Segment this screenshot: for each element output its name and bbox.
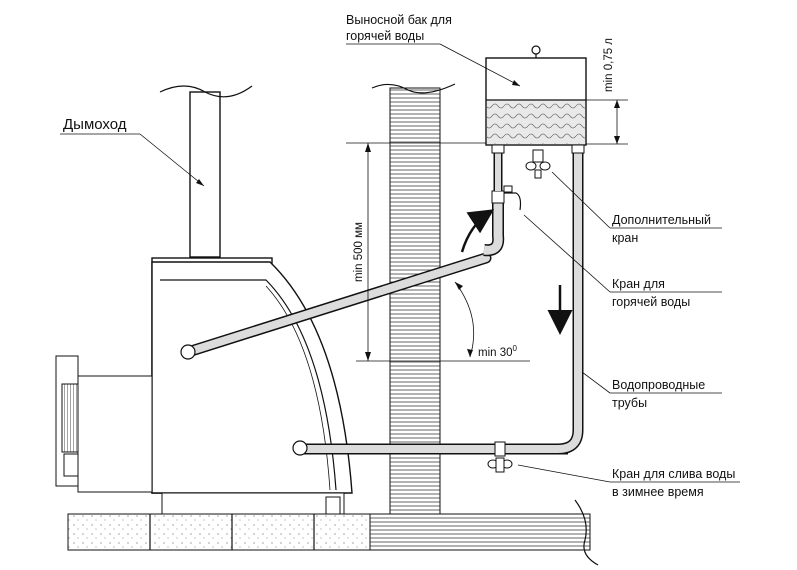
- stove: [55, 257, 353, 515]
- drain-tap-icon: [487, 457, 513, 473]
- tank-label-line2: горячей воды: [346, 29, 424, 43]
- floor-boards: [369, 499, 599, 566]
- tank-label-line1: Выносной бак для: [346, 13, 452, 27]
- leader-lines: [60, 43, 740, 483]
- brick-wall: [371, 83, 456, 515]
- hot-tap-label-line2: горячей воды: [612, 295, 690, 309]
- hot-flow-arrow-icon: [460, 209, 495, 253]
- angle-dimension-label: min 300: [478, 344, 518, 359]
- hot-tap-label-line1: Кран для: [612, 277, 665, 291]
- external-hot-water-tank: [485, 45, 587, 154]
- chimney-label: Дымоход: [63, 116, 127, 133]
- drain-tap-label-line1: Кран для слива воды: [612, 467, 735, 481]
- dimension-volume: [586, 99, 628, 145]
- pipe-return: [292, 150, 584, 457]
- drain-tap-label-line2: в зимнее время: [612, 485, 704, 499]
- extra-tap-label-line1: Дополнительный: [612, 213, 711, 227]
- dimension-angle: [454, 281, 475, 358]
- dimension-height: [346, 142, 530, 362]
- extra-tap-icon: [525, 149, 551, 179]
- extra-tap-label-line2: кран: [612, 231, 638, 245]
- volume-dimension-label: min 0,75 л: [603, 38, 615, 92]
- hot-water-tap-icon: [503, 185, 522, 211]
- pipe-hot-supply: [180, 150, 505, 360]
- pipes-label-line1: Водопроводные: [612, 378, 705, 392]
- height-dimension-label: min 500 мм: [353, 222, 365, 282]
- floor-slabs: [67, 513, 371, 551]
- chimney: [159, 85, 253, 258]
- pipes-label-line2: трубы: [612, 396, 647, 410]
